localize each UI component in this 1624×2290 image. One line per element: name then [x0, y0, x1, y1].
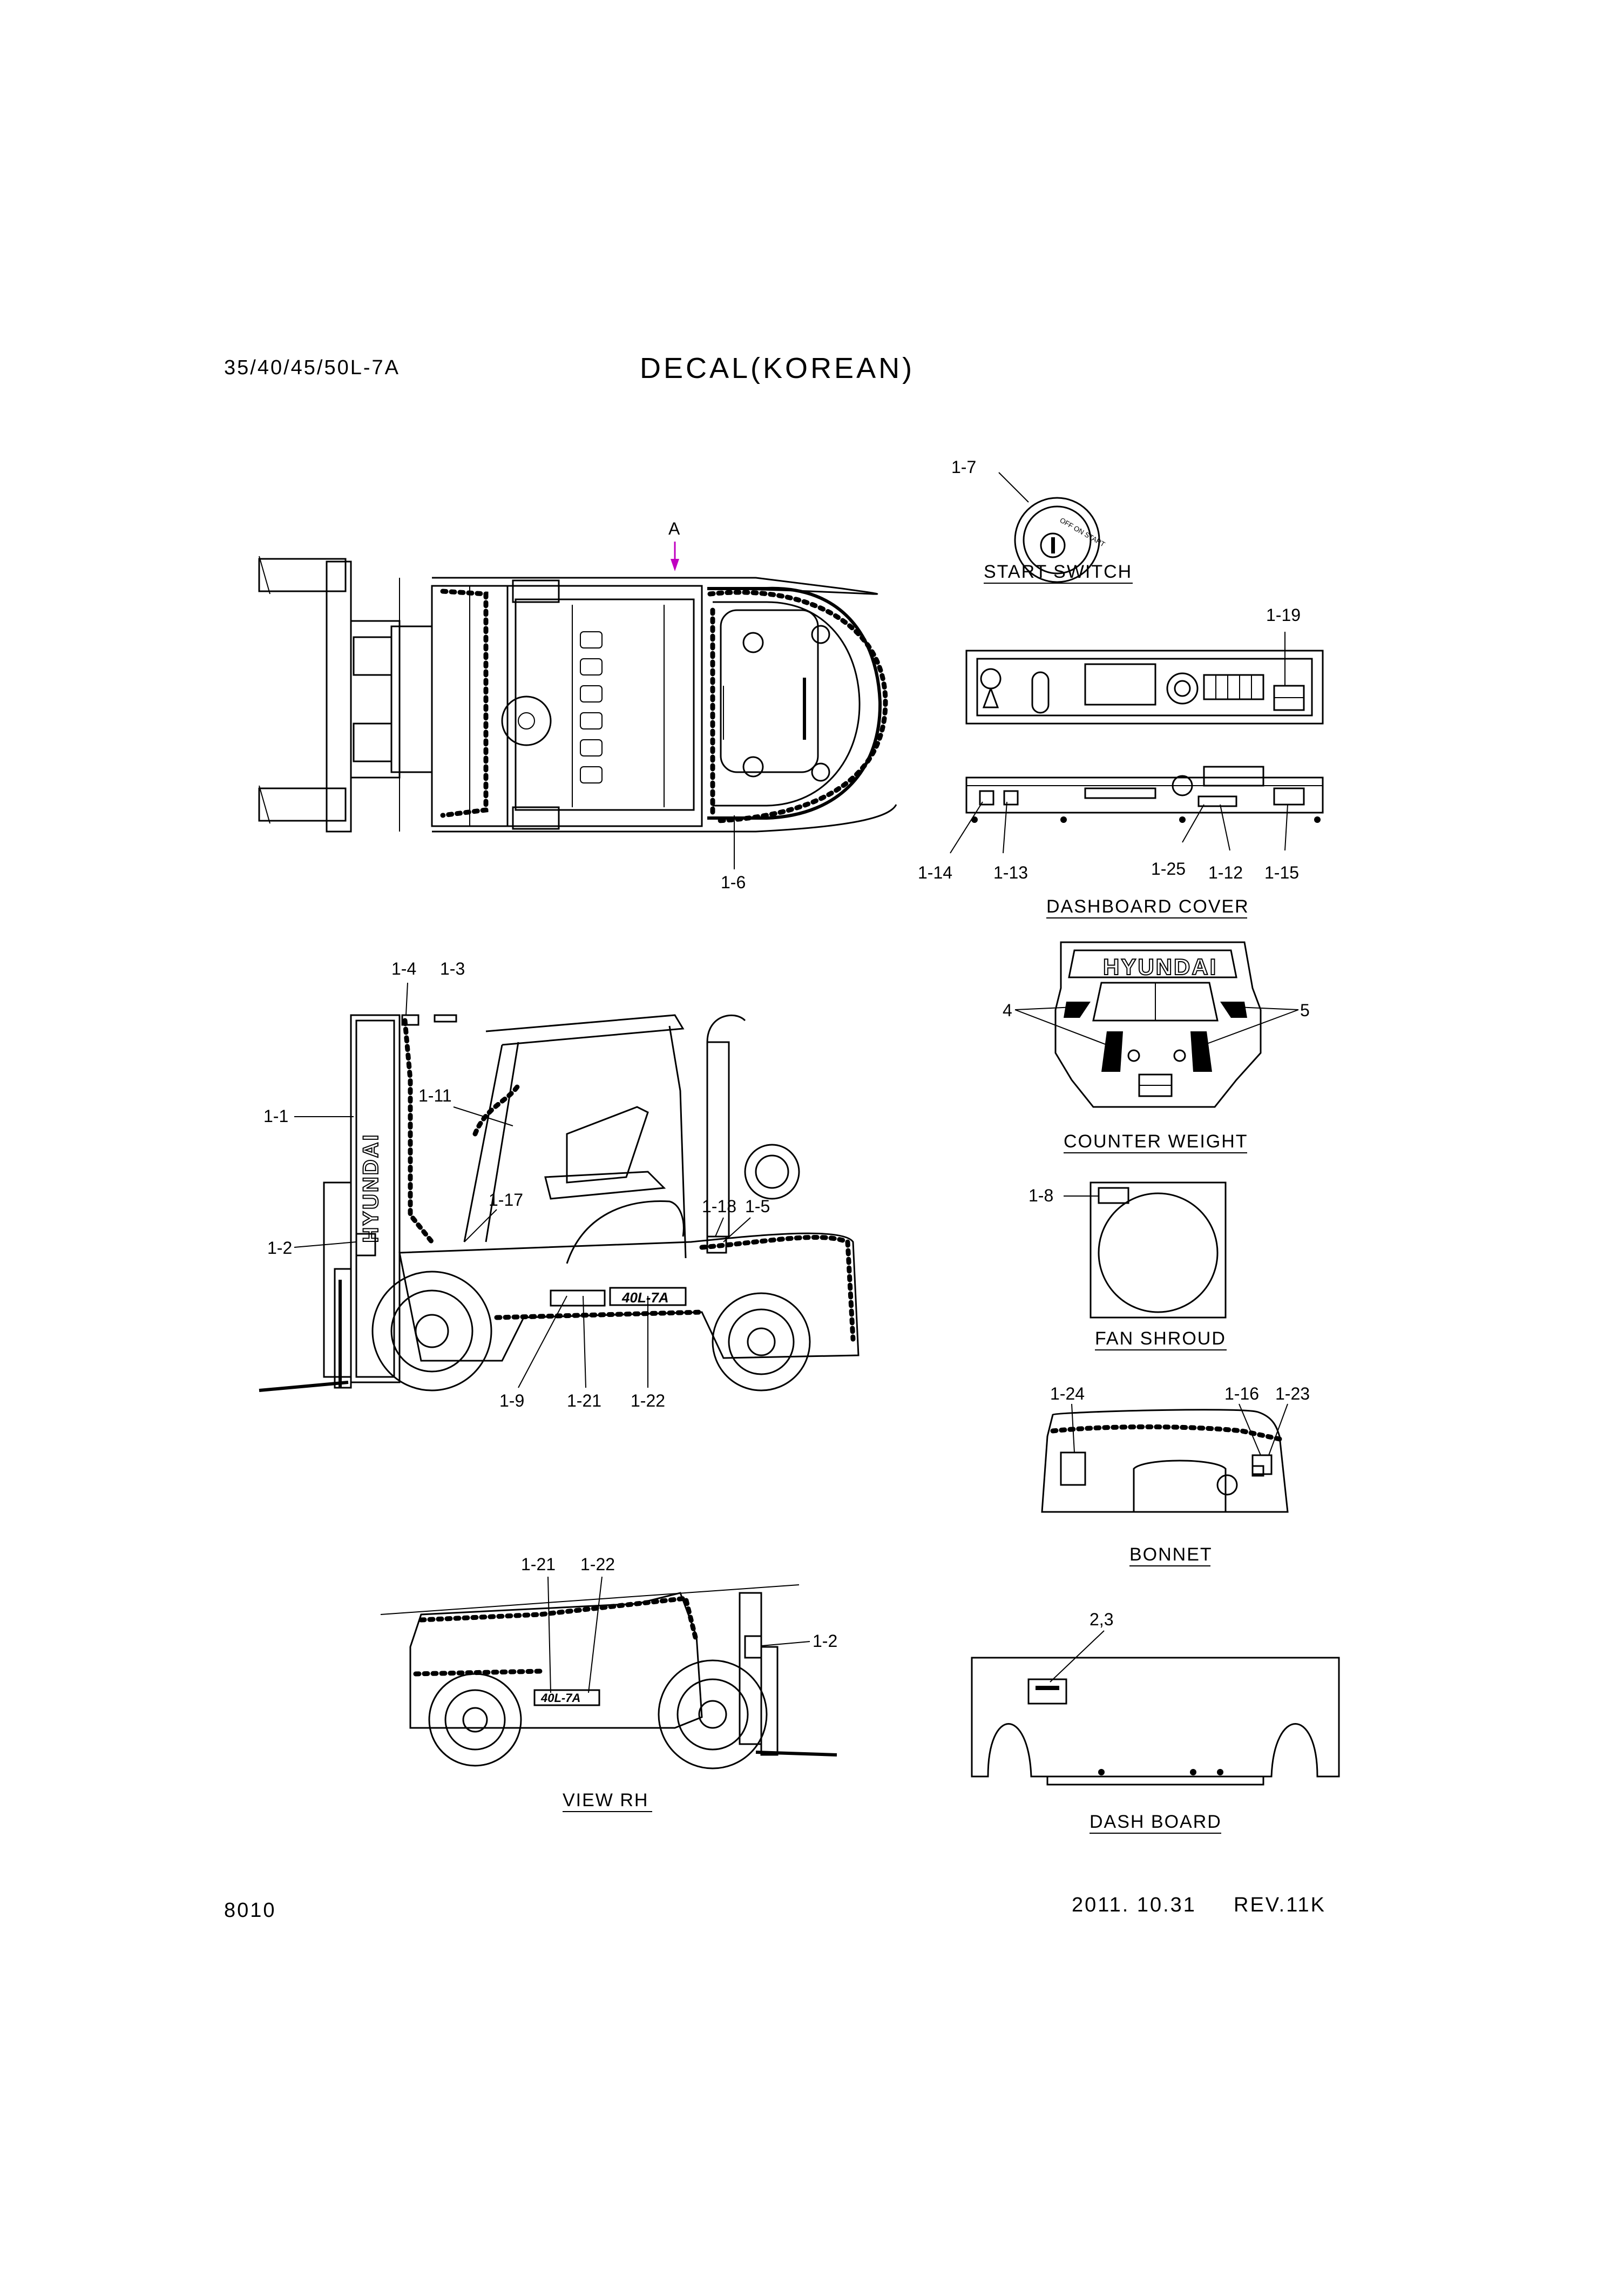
callout-1-19: 1-19: [1266, 605, 1301, 625]
callout-1-17: 1-17: [489, 1190, 523, 1210]
revision-date: 2011. 10.31: [1072, 1894, 1196, 1916]
dash-board-drawing: 2,3: [971, 1610, 1340, 1786]
view-marker-a: A: [668, 519, 680, 538]
callout-1-9: 1-9: [499, 1391, 524, 1410]
callout-1-3: 1-3: [440, 959, 465, 978]
callout-1-24: 1-24: [1050, 1384, 1085, 1403]
revision-code: REV.11K: [1234, 1894, 1326, 1916]
callout-1-15: 1-15: [1264, 863, 1299, 882]
callout-1-13: 1-13: [993, 863, 1028, 882]
callout-1-16: 1-16: [1224, 1384, 1259, 1403]
side-view-drawing: HYUNDAI 40L-7A: [259, 959, 860, 1410]
callout-1-4: 1-4: [391, 959, 416, 978]
callout-4: 4: [1003, 1001, 1012, 1020]
caption-dashboard-cover: DASHBOARD COVER: [1046, 896, 1249, 917]
counterweight-logo: HYUNDAI: [1103, 954, 1217, 980]
caption-bonnet: BONNET: [1129, 1544, 1213, 1565]
callout-1-25: 1-25: [1151, 859, 1186, 879]
callout-1-18: 1-18: [702, 1197, 736, 1216]
callout-1-14: 1-14: [918, 863, 952, 882]
rh-callout-1-21: 1-21: [521, 1555, 556, 1574]
bonnet-drawing: 1-24 1-16 1-23: [1041, 1384, 1310, 1513]
callout-1-23: 1-23: [1275, 1384, 1310, 1403]
callout-1-7: 1-7: [951, 457, 976, 477]
fork-upper: [258, 558, 347, 592]
page-number: 8010: [224, 1899, 276, 1922]
callout-1-22: 1-22: [631, 1391, 665, 1410]
callout-1-2: 1-2: [267, 1238, 292, 1258]
model-number: 35/40/45/50L-7A: [224, 356, 400, 379]
counter-weight-drawing: HYUNDAI 4 5: [1003, 941, 1310, 1108]
callout-1-5: 1-5: [745, 1197, 770, 1216]
top-view-drawing: A 1-6: [258, 519, 897, 892]
svg-text:OFF ON START: OFF ON START: [1059, 516, 1107, 549]
callout-1-8: 1-8: [1028, 1186, 1053, 1205]
callout-5: 5: [1300, 1001, 1310, 1020]
callout-1-11: 1-11: [418, 1086, 452, 1105]
side-model-plate: 40L-7A: [621, 1289, 669, 1306]
caption-dash-board: DASH BOARD: [1090, 1812, 1222, 1832]
caption-start-switch: START SWITCH: [984, 562, 1132, 582]
caption-counter-weight: COUNTER WEIGHT: [1064, 1131, 1248, 1152]
page-title: DECAL(KOREAN): [640, 352, 915, 384]
svg-text:40L-7A: 40L-7A: [540, 1691, 580, 1705]
view-rh-drawing: 40L-7A 1-21 1-22 1-2: [380, 1555, 837, 1769]
rh-callout-1-2: 1-2: [813, 1631, 837, 1651]
callout-1-6: 1-6: [721, 873, 746, 892]
caption-fan-shroud: FAN SHROUD: [1095, 1328, 1226, 1349]
callout-1-12: 1-12: [1208, 863, 1243, 882]
callout-1-1: 1-1: [263, 1106, 288, 1126]
rh-callout-1-22: 1-22: [580, 1555, 615, 1574]
dashboard-cover-drawing: 1-19 1-14 1-13 1-25 1-12 1-15: [918, 605, 1324, 882]
caption-view-rh: VIEW RH: [563, 1790, 648, 1811]
callout-1-21: 1-21: [567, 1391, 601, 1410]
counterweight-outline: [707, 586, 882, 820]
mast-logo: HYUNDAI: [359, 1133, 383, 1242]
fan-shroud-drawing: 1-8: [1028, 1181, 1227, 1319]
callout-2-3: 2,3: [1090, 1610, 1113, 1629]
fork-lower: [258, 787, 347, 822]
